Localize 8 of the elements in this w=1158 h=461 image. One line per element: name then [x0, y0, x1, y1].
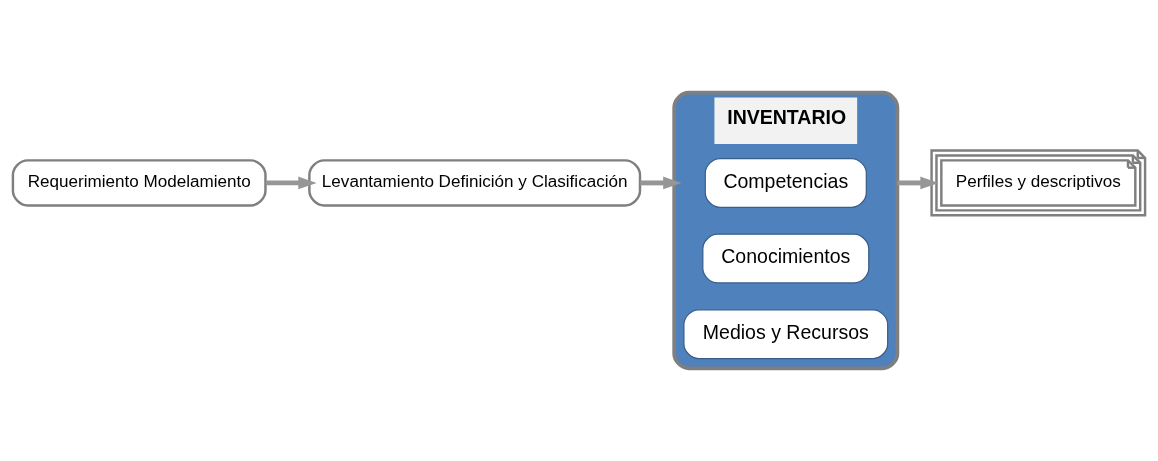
arrow	[640, 176, 682, 190]
node-box: Competencias	[704, 157, 867, 208]
node-box: Conocimientos	[702, 233, 870, 284]
node-box: Levantamiento Definición y Clasificación	[308, 159, 642, 207]
arrow	[897, 176, 939, 190]
node-box: Medios y Recursos	[683, 309, 889, 360]
arrow	[265, 176, 317, 190]
node-box: Requerimiento Modelamiento	[11, 159, 267, 207]
